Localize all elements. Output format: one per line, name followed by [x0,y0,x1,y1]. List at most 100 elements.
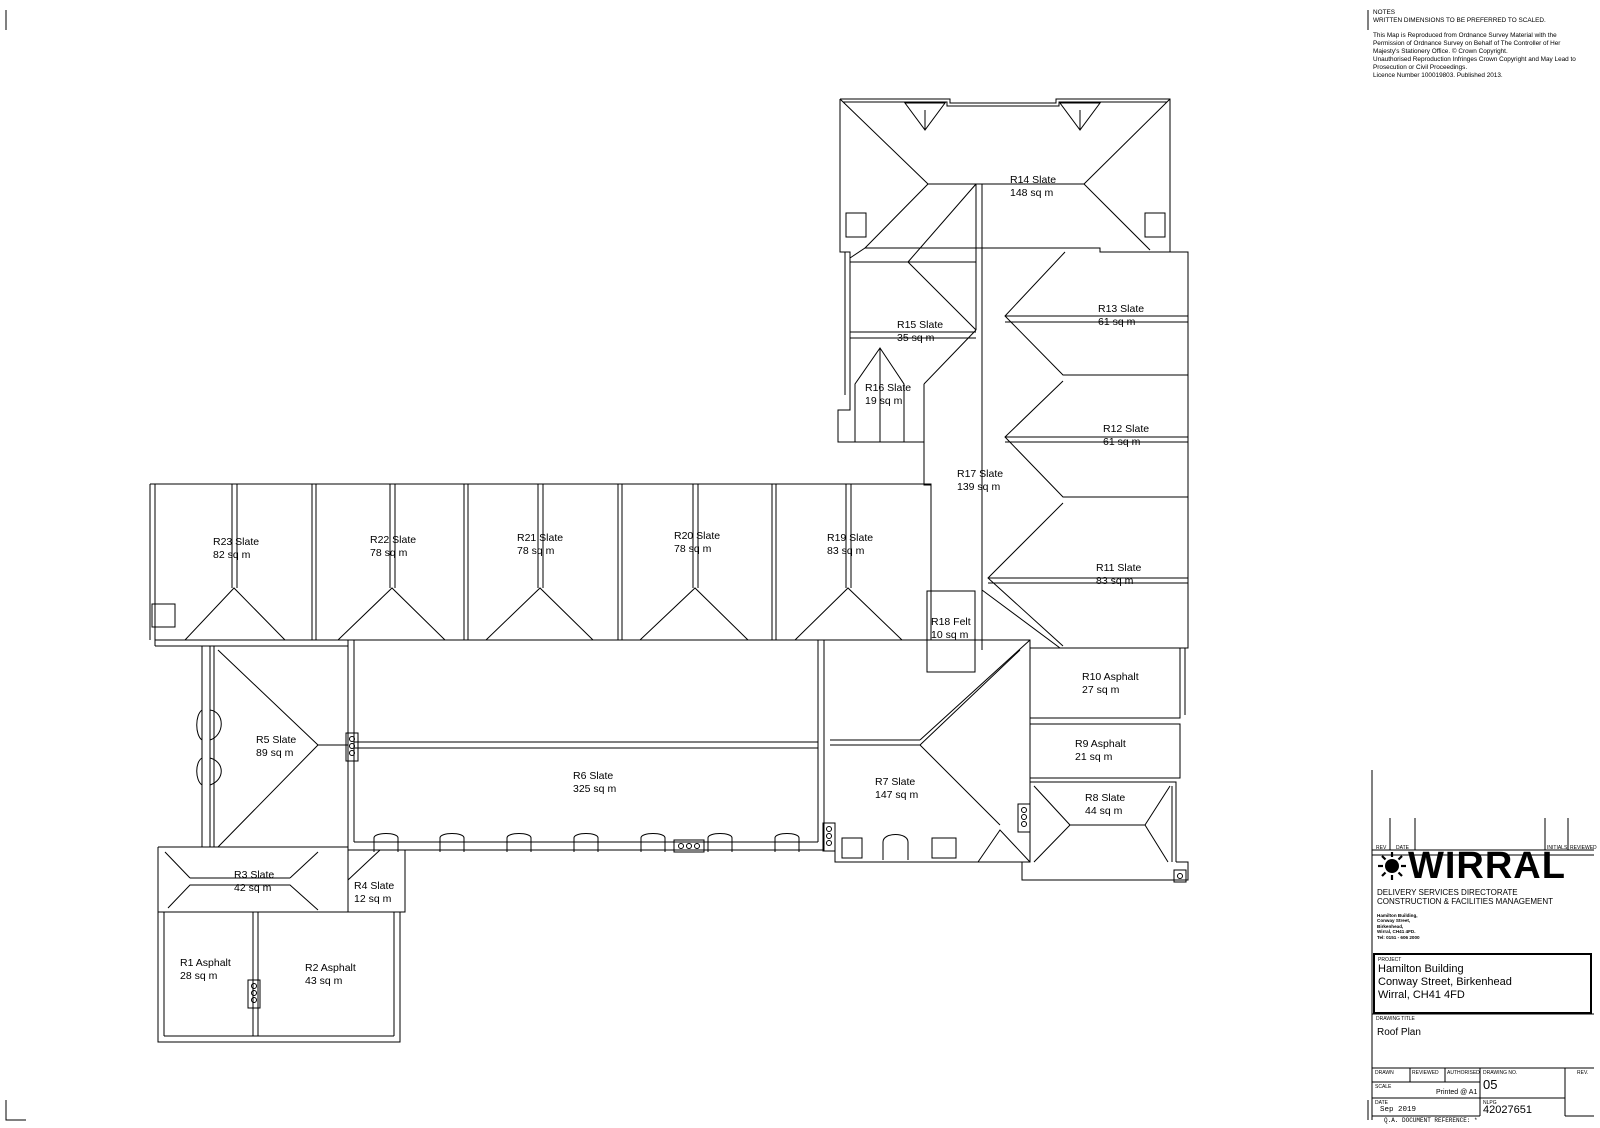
room-name: R17 Slate [957,468,1004,480]
department-line: DELIVERY SERVICES DIRECTORATE [1377,888,1518,897]
room-name: R16 Slate [865,382,912,394]
print-size: Printed @ A1 [1436,1089,1478,1096]
drawing-title-label: DRAWING TITLE [1376,1016,1415,1022]
department-block: DELIVERY SERVICES DIRECTORATE CONSTRUCTI… [1377,888,1553,906]
nlpg-label: NLPG [1483,1100,1497,1106]
roof-r1-r2-outline [157,912,401,1043]
date-label: DATE [1375,1100,1388,1106]
department-line: CONSTRUCTION & FACILITIES MANAGEMENT [1377,897,1554,906]
room-area: 148 sq m [1010,187,1054,199]
drawing-number: 05 [1483,1077,1498,1092]
qa-label: Q.A. DOCUMENT REFERENCE: [1384,1117,1471,1124]
address-line: Birkenhead, [1377,923,1404,929]
room-name: R10 Asphalt [1082,671,1139,683]
rev-label: REV. [1577,1070,1589,1076]
roof-r11-r13-outline [981,251,1189,649]
reviewed-column-label: REVIEWED [1570,845,1597,851]
room-name: R23 Slate [213,536,260,548]
address-line: Hamilton Building, [1377,913,1418,918]
project-line: Conway Street, Birkenhead [1378,976,1512,988]
drawn-label: DRAWN [1375,1070,1394,1076]
roof-r18-outline [926,590,976,673]
project-line: Wirral, CH41 4FD [1378,989,1465,1001]
notes-line: WRITTEN DIMENSIONS TO BE PREFERRED TO SC… [1373,17,1546,24]
qa-value: * [1474,1117,1478,1124]
notes-line: Majesty's Stationery Office. © Crown Cop… [1373,48,1508,55]
qa-reference: Q.A. DOCUMENT REFERENCE: * [1384,1117,1478,1124]
drawing-no-label: DRAWING NO. [1483,1070,1518,1076]
notes-heading: NOTES [1373,9,1396,16]
reviewed-label: REVIEWED [1412,1070,1439,1076]
room-name: R9 Asphalt [1075,738,1126,750]
room-area: 78 sq m [370,547,408,559]
roof-r14-outline [839,98,1171,650]
drawing-date: Sep 2019 [1380,1106,1417,1114]
room-name: R6 Slate [573,770,614,782]
room-name: R20 Slate [674,530,721,542]
room-area: 89 sq m [256,747,294,759]
room-area: 12 sq m [354,893,392,905]
title-block-frame [1371,770,1594,1120]
project-box: PROJECT Hamilton Building Conway Street,… [1373,953,1592,1014]
roof-r8-r10-outline [1017,647,1189,883]
roof-r3-r4-outline [157,846,406,913]
nlpg-number: 42027651 [1483,1104,1532,1116]
room-area: 83 sq m [1096,575,1134,587]
notes-line: Prosecution or Civil Proceedings. [1373,64,1468,71]
room-area: 19 sq m [865,395,903,407]
room-name: R12 Slate [1103,423,1150,435]
wirral-logo-icon [1378,852,1406,880]
room-name: R14 Slate [1010,174,1057,186]
room-name: R4 Slate [354,880,395,892]
room-area: 78 sq m [517,545,555,557]
roof-r19-r23-outline [149,483,932,647]
address-line: Tel: 0151 - 606 2000 [1377,934,1420,940]
roof-r6-outline [345,640,836,853]
room-area: 83 sq m [827,545,865,557]
room-name: R22 Slate [370,534,417,546]
room-name: R11 Slate [1096,562,1142,574]
authorised-label: AUTHORISED [1447,1070,1480,1076]
notes-line: Unauthorised Reproduction Infringes Crow… [1373,56,1576,63]
room-name: R8 Slate [1085,792,1126,804]
initials-column-label: INITIALS [1547,845,1568,851]
notes-line: Permission of Ordnance Survey on Behalf … [1373,40,1561,47]
room-name: R5 Slate [256,734,297,746]
room-name: R15 Slate [897,319,944,331]
project-line: Hamilton Building [1378,963,1464,975]
room-area: 21 sq m [1075,751,1113,763]
room-name: R7 Slate [875,776,916,788]
wirral-logo-text: WIRRAL [1408,845,1566,887]
roof-r7-outline [824,639,1031,863]
room-name: R2 Asphalt [305,962,356,974]
notes-line: This Map is Reproduced from Ordnance Sur… [1373,32,1557,39]
drawing-title: Roof Plan [1377,1027,1421,1038]
room-name: R18 Felt [931,616,971,628]
room-area: 42 sq m [234,882,272,894]
room-name: R21 Slate [517,532,564,544]
address-line: Wirral, CH41 4FD. [1377,929,1416,935]
room-area: 28 sq m [180,970,218,982]
